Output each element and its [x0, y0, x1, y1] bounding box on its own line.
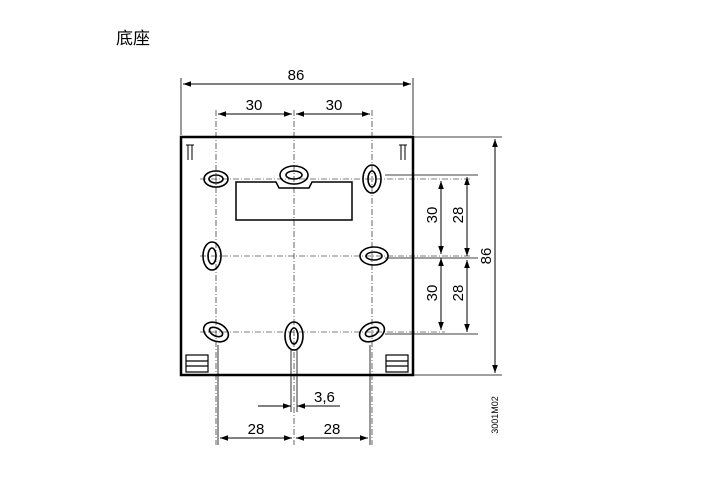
- drawing-code: 3001M02: [490, 396, 500, 434]
- slot-top-right: [362, 164, 382, 194]
- dim-top-left: 30: [246, 97, 263, 114]
- slot-top-left: [203, 170, 229, 188]
- slot-bottom-right: [358, 321, 386, 343]
- slot-bottom-left: [202, 321, 230, 343]
- dim-overall-height: 86: [478, 248, 495, 265]
- slot-middle-left: [202, 241, 222, 271]
- slot-middle-right: [359, 246, 389, 266]
- dim-right-lower-30: 30: [424, 285, 441, 302]
- dim-top-right: 30: [326, 97, 343, 114]
- label-window: [235, 181, 353, 221]
- slot-top-center: [279, 165, 309, 185]
- extension-lines: [180, 78, 502, 445]
- dim-overall-width: 86: [288, 67, 305, 84]
- dimension-lines: [183, 81, 498, 441]
- dim-right-lower-28: 28: [450, 285, 467, 302]
- mounting-slots: [202, 164, 389, 351]
- slot-bottom-center: [284, 321, 304, 351]
- dim-right-upper-30: 30: [424, 207, 441, 224]
- page-title: 底座: [116, 29, 150, 49]
- dim-bottom-right: 28: [324, 421, 341, 438]
- dim-right-upper-28: 28: [450, 207, 467, 224]
- dim-bottom-left: 28: [248, 421, 265, 438]
- dim-slot-width: 3,6: [314, 389, 335, 406]
- top-corner-clips: [186, 144, 407, 160]
- bottom-corner-tabs: [185, 354, 409, 373]
- center-lines: [200, 110, 470, 445]
